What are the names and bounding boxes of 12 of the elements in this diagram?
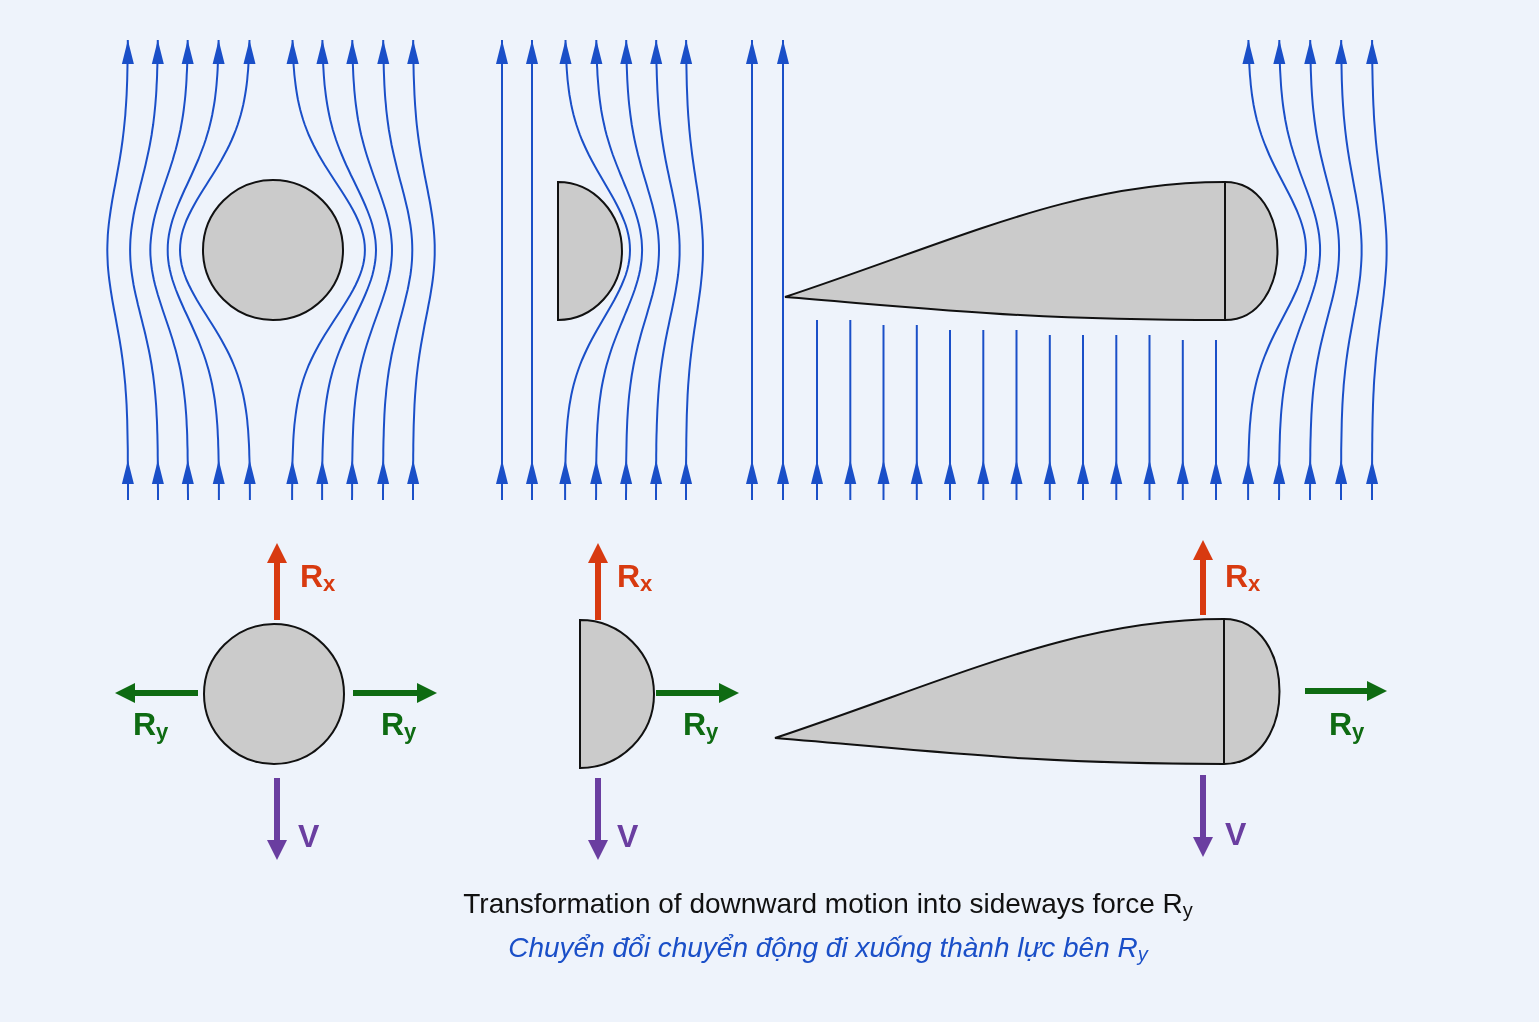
- force-label: V: [617, 820, 639, 852]
- force-label: V: [298, 820, 320, 852]
- force-label: R$_{x}$: [300, 560, 336, 595]
- force-label: R$_{y}$: [381, 708, 417, 743]
- force-label: R$_{x}$: [1225, 560, 1261, 595]
- force-label: R$_{x}$: [617, 560, 653, 595]
- force-label: R$_{y}$: [133, 708, 169, 743]
- caption-translation: Chuyển đổi chuyển động đi xuống thành lực bên R$_{y}$: [508, 933, 1148, 965]
- caption: Transformation of downward motion into sideways force R$_{y}$: [463, 889, 1193, 921]
- force-label: R$_{y}$: [1329, 708, 1365, 743]
- force-label: V: [1225, 818, 1247, 850]
- force-label: R$_{y}$: [683, 708, 719, 743]
